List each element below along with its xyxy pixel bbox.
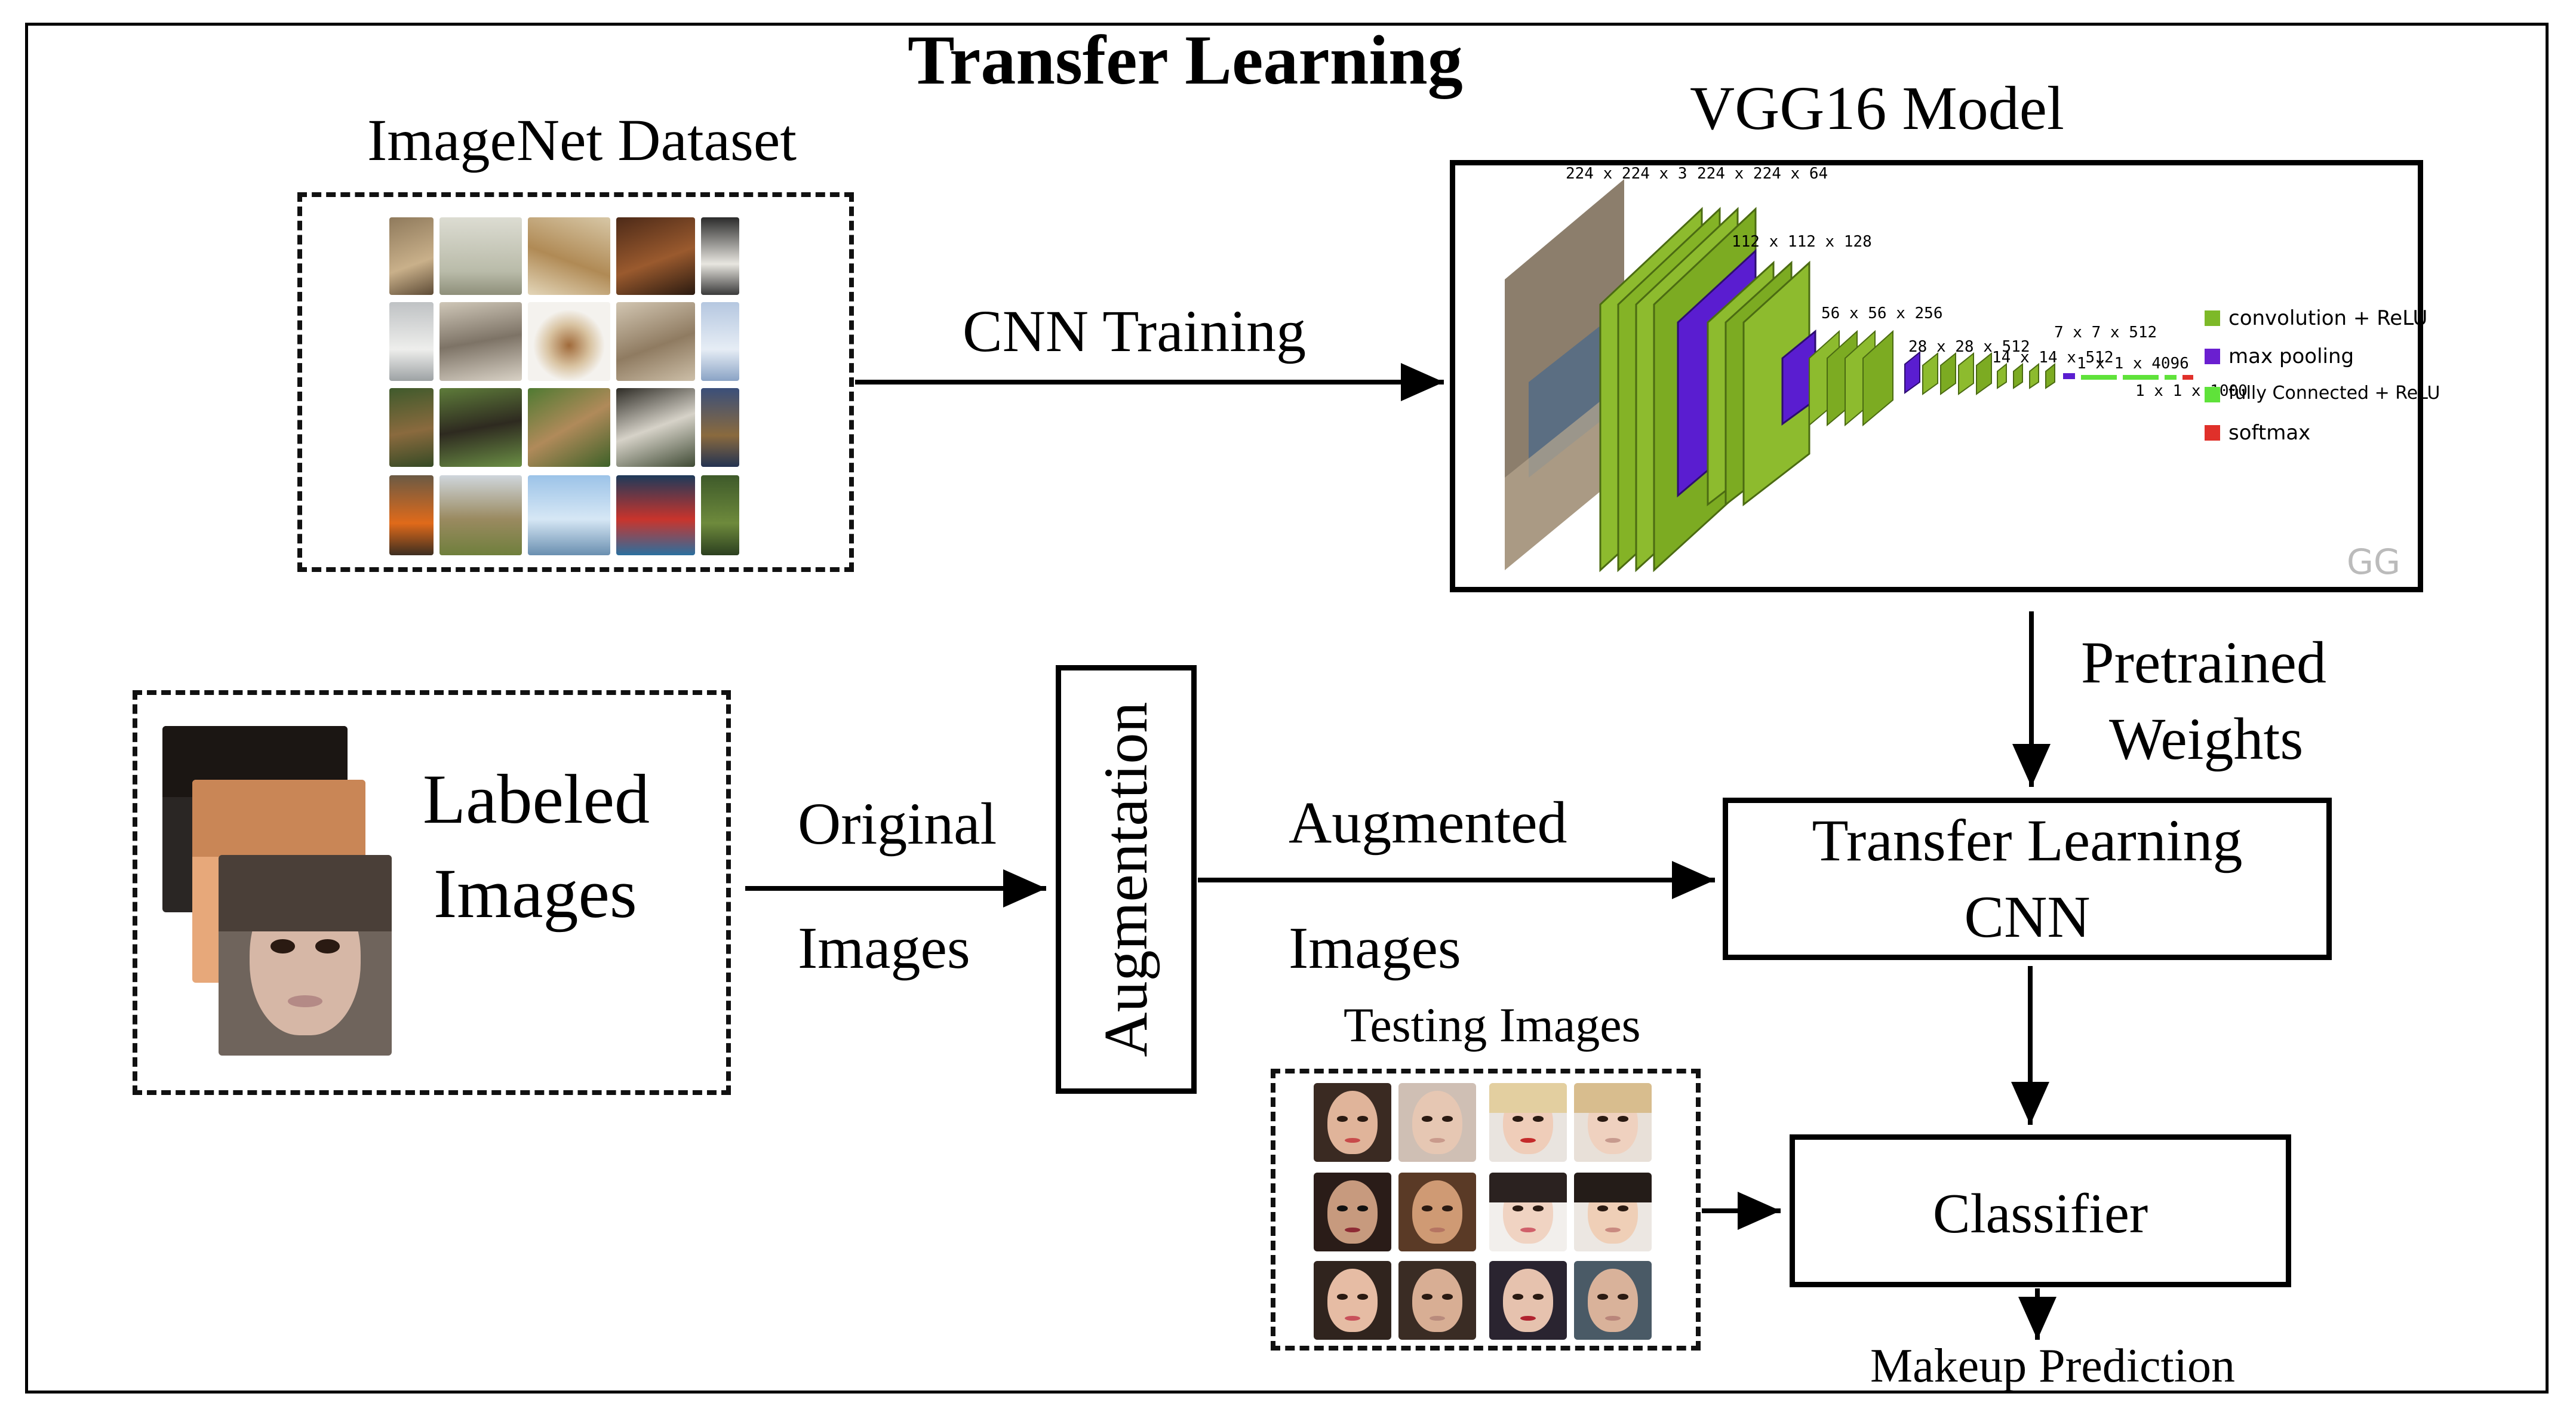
vgg-legend: convolution + ReLU max pooling fully Con… [2205,306,2440,461]
classifier-label: Classifier [1932,1183,2148,1245]
dog-thumbnail [389,217,434,295]
face-image [1314,1261,1391,1340]
dog-thumbnail [701,388,739,467]
face-image [1574,1083,1652,1162]
face-image [1489,1083,1567,1162]
vgg-dim-label: 224 x 224 x 3 [1566,165,1687,183]
input-image-detail [1529,316,1612,478]
dog-thumbnail [528,217,610,295]
dog-thumbnail [389,475,434,555]
dog-thumbnail [616,302,695,381]
imagenet-dataset-box [297,192,854,572]
dog-thumbnail [616,388,695,467]
dog-thumbnail [528,475,610,555]
labeled-images-label-1: Labeled [423,760,650,838]
face-image [1314,1173,1391,1251]
legend-label-fc: fully Connected + ReLU [2228,383,2440,404]
pool-3 [1904,350,1920,394]
labeled-images-box [133,690,731,1095]
dog-thumbnail [528,302,610,381]
augmented-images-label-1: Augmented [1289,789,1567,856]
diagram-frame [25,23,2549,1394]
dog-thumbnail [528,388,610,467]
legend-swatch-softmax [2205,425,2220,441]
vgg-dim-label: 28 x 28 x 512 [1908,338,2030,356]
cnn-training-label: CNN Training [963,298,1307,364]
imagenet-label: ImageNet Dataset [367,107,797,173]
makeup-prediction-label: Makeup Prediction [1870,1340,2235,1392]
legend-swatch-fc [2205,387,2220,402]
original-images-label-2: Images [798,915,970,981]
dog-thumbnail [389,302,434,381]
conv-block-3 [1809,330,1893,427]
classifier-box [1790,1134,2291,1287]
legend-label-softmax: softmax [2228,421,2311,445]
vgg-dim-label: 7 x 7 x 512 [2054,324,2157,342]
transfer-cnn-label-2: CNN [1964,884,2091,950]
face-image [1398,1261,1476,1340]
dog-thumbnail [439,475,522,555]
dog-thumbnail [616,217,695,295]
legend-label-conv: convolution + ReLU [2228,306,2428,330]
vgg-watermark: GG [2347,542,2400,582]
legend-label-pool: max pooling [2228,344,2354,368]
conv-block-2 [1707,260,1810,507]
transfer-learning-cnn-box [1723,798,2332,960]
face-image [1398,1173,1476,1251]
dog-thumbnail [616,475,695,555]
dog-thumbnail [389,388,434,467]
face-image [1574,1261,1652,1340]
testing-images-box [1271,1069,1701,1351]
labeled-images-label-2: Images [434,854,637,933]
pretrained-weights-label-2: Weights [2109,706,2304,772]
vgg-dim-label: 14 x 14 x 512 [1992,349,2114,367]
pretrained-weights-label-1: Pretrained [2081,629,2326,696]
face-image [1574,1173,1652,1251]
vgg-title: VGG16 Model [1690,74,2064,143]
augmented-images-label-2: Images [1289,915,1461,981]
original-images-label-1: Original [798,790,997,857]
softmax-layer [2182,375,2193,380]
dog-thumbnail [701,475,739,555]
fc-1 [2081,375,2117,380]
testing-image-grid [1314,1083,1652,1340]
dog-thumbnail [439,302,522,381]
face-image [219,855,392,1056]
face-image [1398,1083,1476,1162]
vgg-dim-label: 1 x 1 x 1000 [2135,382,2248,400]
imagenet-image-grid [389,217,739,555]
legend-swatch-conv [2205,310,2220,326]
vgg-dim-label: 112 x 112 x 128 [1732,233,1872,251]
augmentation-box [1056,665,1197,1094]
conv-block-4 [1922,352,1992,395]
vgg-dim-label: 224 x 224 x 64 [1697,165,1828,183]
vgg-dim-label: 1 x 1 x 4096 [2077,355,2189,373]
dog-thumbnail [439,388,522,467]
testing-images-label: Testing Images [1344,998,1641,1052]
face-image [1489,1173,1567,1251]
transfer-cnn-label-1: Transfer Learning [1812,807,2243,873]
legend-swatch-pool [2205,349,2220,364]
dog-thumbnail [701,217,739,295]
face-image [1314,1083,1391,1162]
dog-thumbnail [701,302,739,381]
face-image [1489,1261,1567,1340]
vgg-dim-label: 56 x 56 x 256 [1821,304,1943,322]
dog-thumbnail [439,217,522,295]
diagram-title: Transfer Learning [908,21,1463,99]
fc-2 [2123,375,2159,380]
conv-block-5 [1997,362,2055,389]
pool-5 [2063,373,2075,379]
fc-3 [2165,375,2177,380]
